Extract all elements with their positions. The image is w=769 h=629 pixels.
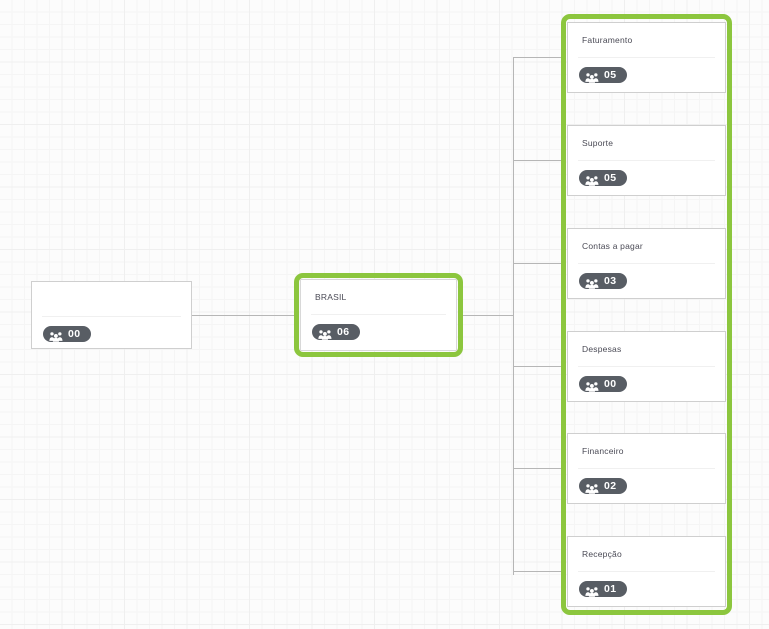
people-group-icon (585, 173, 599, 186)
connector-trunk-to-child (513, 571, 565, 572)
people-group-icon (585, 276, 599, 289)
badge-count: 03 (604, 275, 617, 287)
node-separator (578, 468, 715, 469)
node-separator (578, 57, 715, 58)
node-title: Financeiro (582, 446, 624, 456)
badge-count: 02 (604, 480, 617, 492)
node-badge-row: 03 (568, 264, 725, 294)
badge-count: 00 (68, 328, 81, 340)
node-brasil-title: BRASIL (315, 292, 347, 302)
node-separator (578, 571, 715, 572)
node-separator (42, 316, 181, 317)
connector-trunk-to-child (513, 366, 565, 367)
node-separator (311, 314, 446, 315)
node-faturamento[interactable]: Faturamento 05 (567, 22, 726, 93)
node-separator (578, 263, 715, 264)
node-title: Recepção (582, 549, 622, 559)
status-badge[interactable]: 00 (579, 376, 628, 392)
node-badge-row: 05 (568, 58, 725, 88)
status-badge[interactable]: 03 (579, 273, 628, 289)
badge-count: 05 (604, 172, 617, 184)
status-badge[interactable]: 05 (579, 67, 628, 83)
connector-brasil-to-trunk (462, 315, 514, 316)
node-title: Despesas (582, 344, 622, 354)
status-badge[interactable]: 05 (579, 170, 628, 186)
selection-highlight-children-group (561, 14, 732, 615)
people-group-icon (585, 379, 599, 392)
people-group-icon (318, 327, 332, 340)
node-root[interactable]: 00 (31, 281, 192, 349)
connector-trunk-to-child (513, 57, 565, 58)
node-badge-row: 00 (568, 367, 725, 397)
connector-trunk-to-child (513, 160, 565, 161)
badge-count: 00 (604, 378, 617, 390)
node-root-badge-row: 00 (32, 317, 191, 347)
connector-trunk-to-child (513, 263, 565, 264)
node-badge-row: 05 (568, 161, 725, 191)
node-contas-a-pagar[interactable]: Contas a pagar 03 (567, 228, 726, 299)
status-badge[interactable]: 00 (43, 326, 92, 342)
badge-count: 05 (604, 69, 617, 81)
node-suporte[interactable]: Suporte 05 (567, 125, 726, 196)
selection-highlight-brasil (294, 273, 463, 357)
status-badge[interactable]: 06 (312, 324, 361, 340)
connector-trunk-to-child (513, 468, 565, 469)
node-separator (578, 160, 715, 161)
people-group-icon (49, 329, 63, 342)
node-badge-row: 02 (568, 469, 725, 499)
node-financeiro[interactable]: Financeiro 02 (567, 433, 726, 504)
badge-count: 06 (337, 326, 350, 338)
status-badge[interactable]: 02 (579, 478, 628, 494)
people-group-icon (585, 481, 599, 494)
node-brasil[interactable]: BRASIL 06 (300, 279, 457, 351)
node-title: Contas a pagar (582, 241, 643, 251)
node-root-title (32, 282, 191, 305)
connector-trunk-vertical (513, 57, 514, 575)
node-title: Faturamento (582, 35, 633, 45)
node-brasil-badge-row: 06 (301, 315, 456, 345)
node-title: Suporte (582, 138, 614, 148)
people-group-icon (585, 584, 599, 597)
status-badge[interactable]: 01 (579, 581, 628, 597)
node-despesas[interactable]: Despesas 00 (567, 331, 726, 402)
node-recepcao[interactable]: Recepção 01 (567, 536, 726, 607)
connector-root-to-brasil (192, 315, 295, 316)
node-badge-row: 01 (568, 572, 725, 602)
badge-count: 01 (604, 583, 617, 595)
people-group-icon (585, 70, 599, 83)
node-separator (578, 366, 715, 367)
